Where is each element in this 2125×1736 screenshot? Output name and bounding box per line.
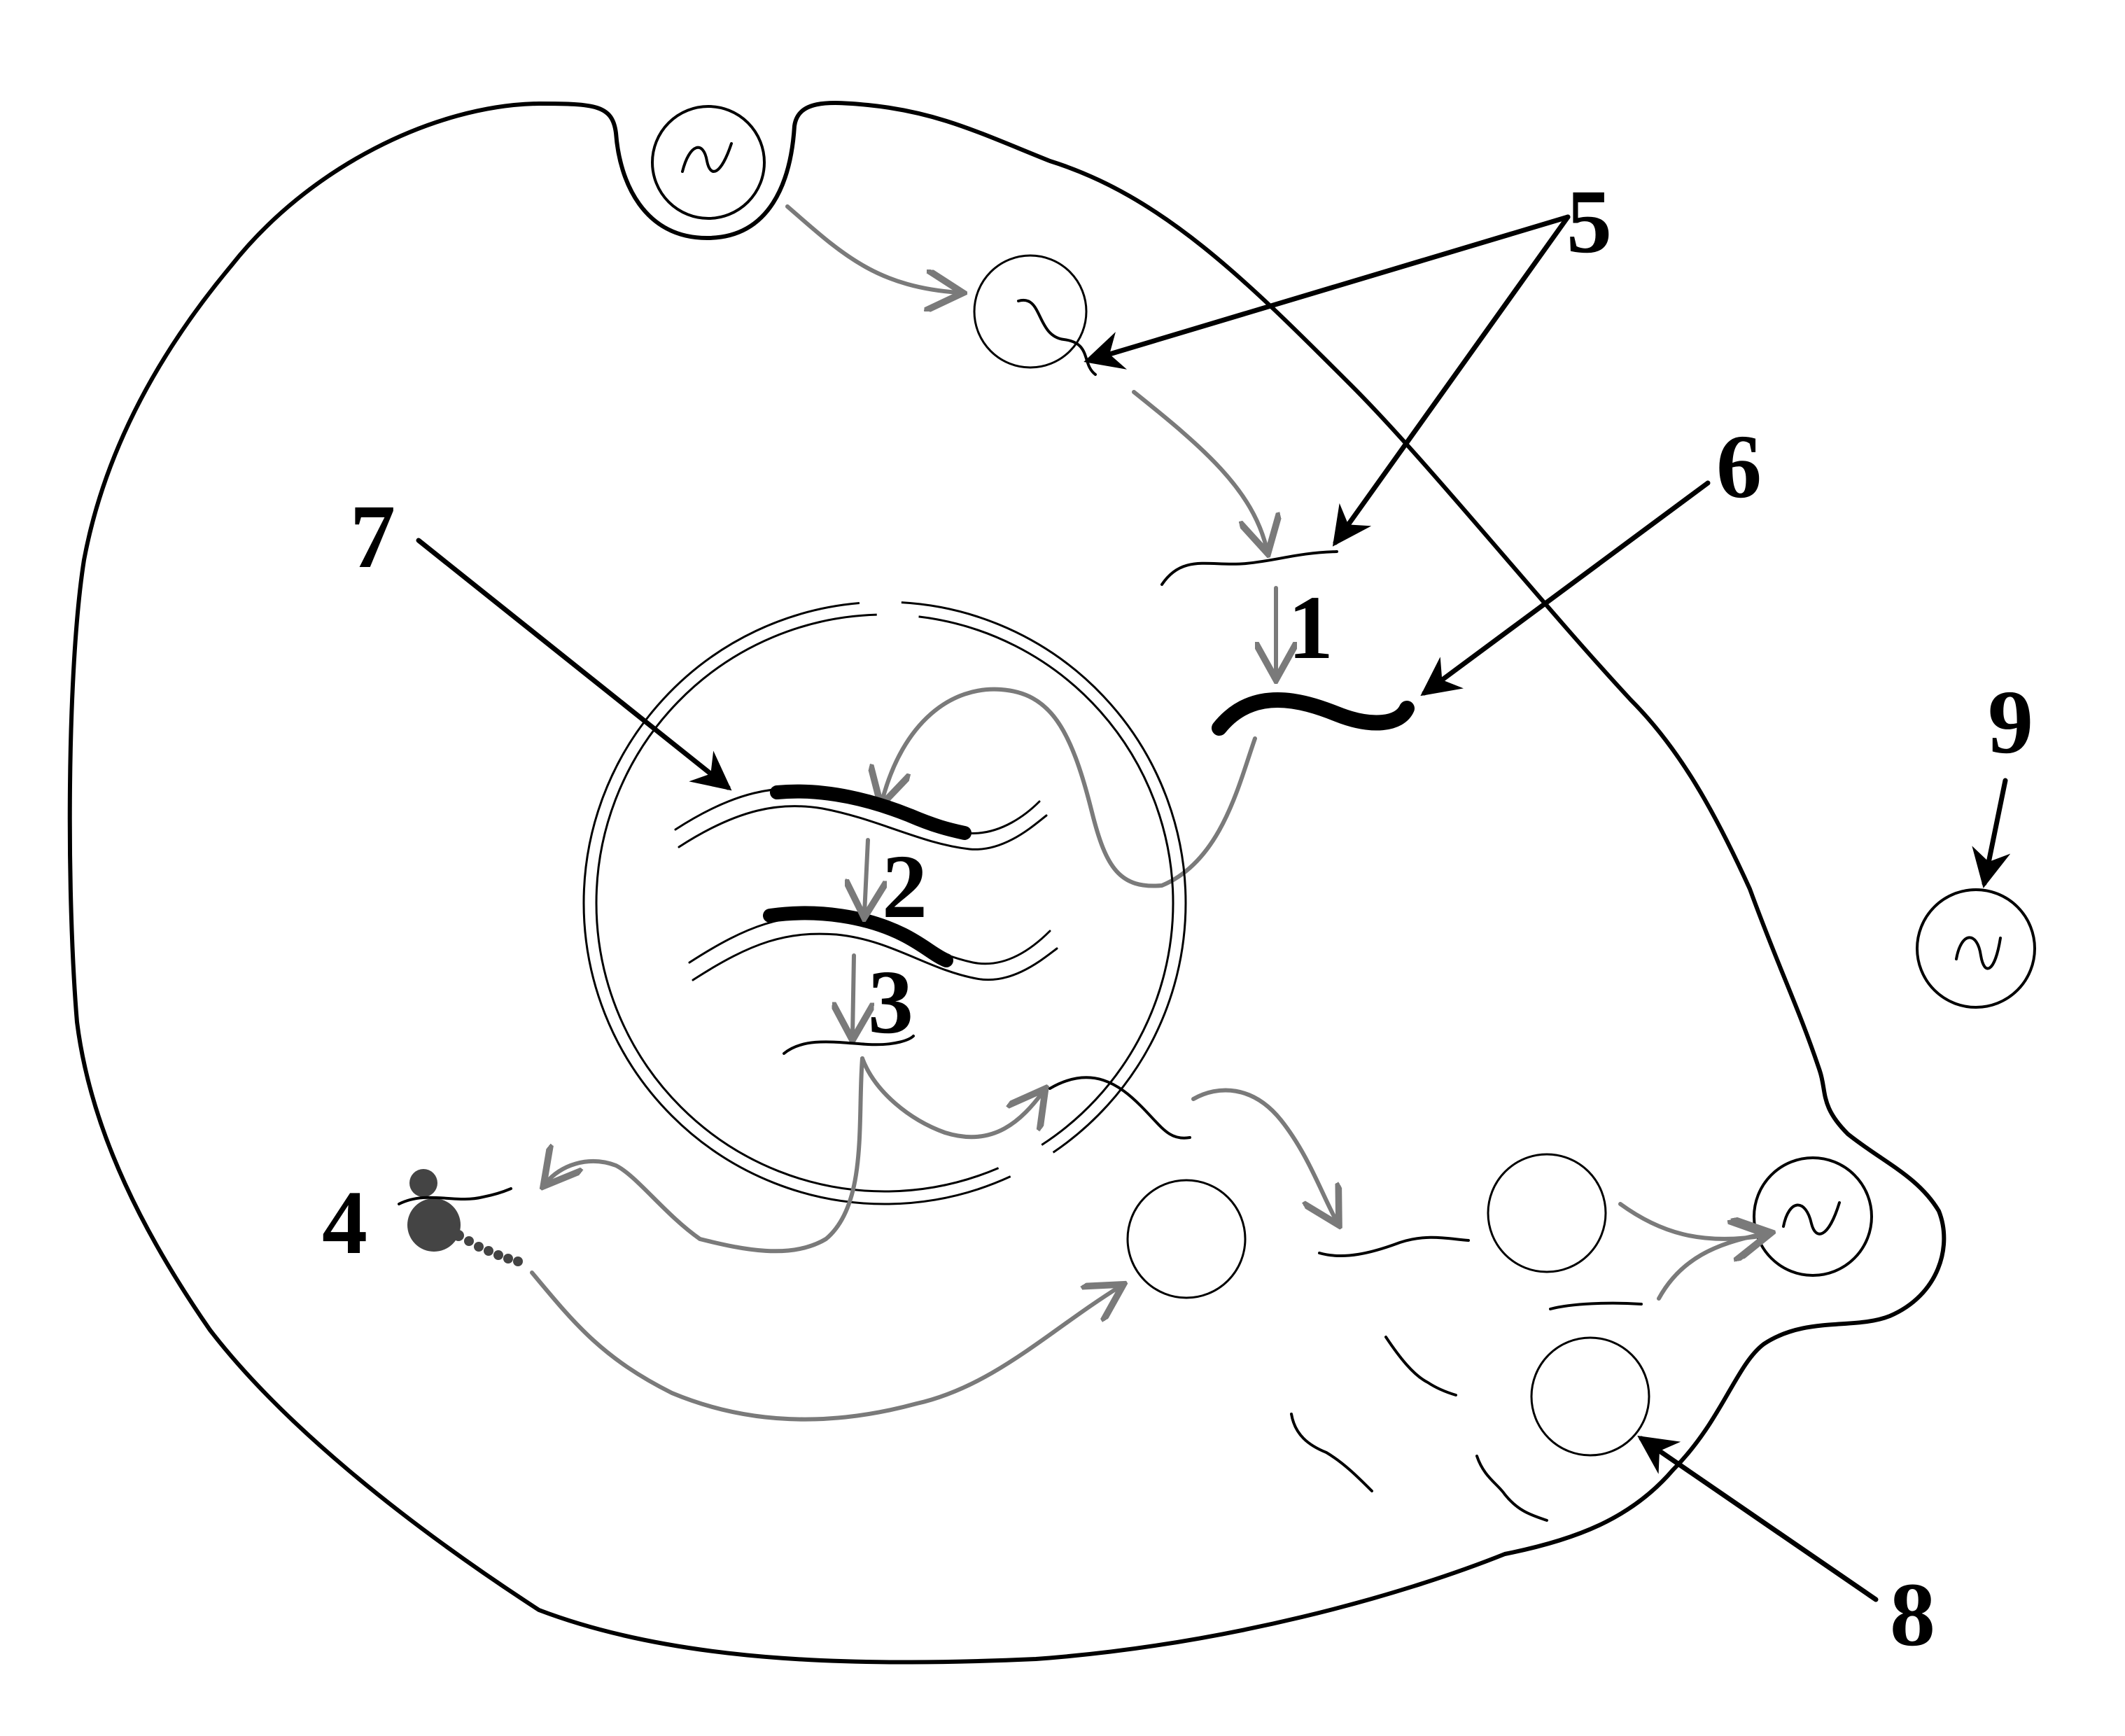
step-2-arrow [864, 838, 868, 913]
export-to-ribosome-arrow [546, 1056, 864, 1254]
rna-to-assembly-arrow [1191, 1088, 1337, 1222]
released-genome-rna [1160, 550, 1338, 586]
cell-membrane [67, 101, 1947, 1665]
cytoplasmic-rna-2 [1318, 1236, 1470, 1258]
empty-capsid-2 [1487, 1153, 1607, 1273]
empty-capsid-1 [1126, 1179, 1247, 1299]
protein-to-assembly-arrow [530, 1270, 1120, 1422]
ribosome [398, 1169, 523, 1266]
label-3: 3 [868, 952, 913, 1053]
nucleus [582, 601, 1187, 1205]
export-to-cytoplasm-arrow [860, 1056, 1043, 1140]
pointer-5a [1083, 214, 1571, 370]
rna-to-bud-arrow [1657, 1233, 1767, 1301]
capsid-to-bud-arrow [1618, 1202, 1764, 1239]
transcribed-rna [783, 1035, 915, 1055]
pointer-9 [1972, 778, 2011, 888]
empty-capsid-3 [1530, 1336, 1650, 1457]
transport-to-nucleus-arrow [882, 687, 1257, 888]
dna-duplex-bottom [688, 906, 1058, 981]
virus-particle-entering [651, 105, 766, 220]
label-5: 5 [1566, 172, 1612, 272]
release-flow-arrow [1132, 390, 1267, 550]
released-virion [1916, 888, 2036, 1009]
cytoplasmic-rna-5 [1290, 1413, 1373, 1492]
label-2: 2 [882, 836, 927, 937]
complementary-rna-strand [1212, 692, 1415, 736]
label-1: 1 [1288, 578, 1333, 678]
pointer-5b [1332, 214, 1571, 547]
label-9: 9 [1988, 672, 2033, 773]
entry-flow-arrow [785, 204, 959, 293]
pointer-8 [1637, 1436, 1879, 1602]
nascent-polypeptide [453, 1230, 523, 1266]
cytoplasmic-rna-4 [1384, 1336, 1457, 1396]
endosome-vesicle [973, 254, 1097, 376]
label-6: 6 [1716, 416, 1762, 517]
label-4: 4 [322, 1172, 367, 1273]
step-3-arrow [853, 953, 854, 1036]
budding-virion [1753, 1156, 1873, 1277]
pointer-6 [1420, 480, 1711, 696]
cytoplasmic-rna-6 [1475, 1455, 1548, 1522]
cytoplasmic-rna-3 [1549, 1301, 1643, 1310]
pointer-7 [416, 538, 732, 791]
label-7: 7 [350, 486, 395, 587]
dna-duplex-top [674, 784, 1048, 850]
label-8: 8 [1890, 1564, 1935, 1665]
cytoplasmic-rna-1 [1049, 1076, 1191, 1140]
